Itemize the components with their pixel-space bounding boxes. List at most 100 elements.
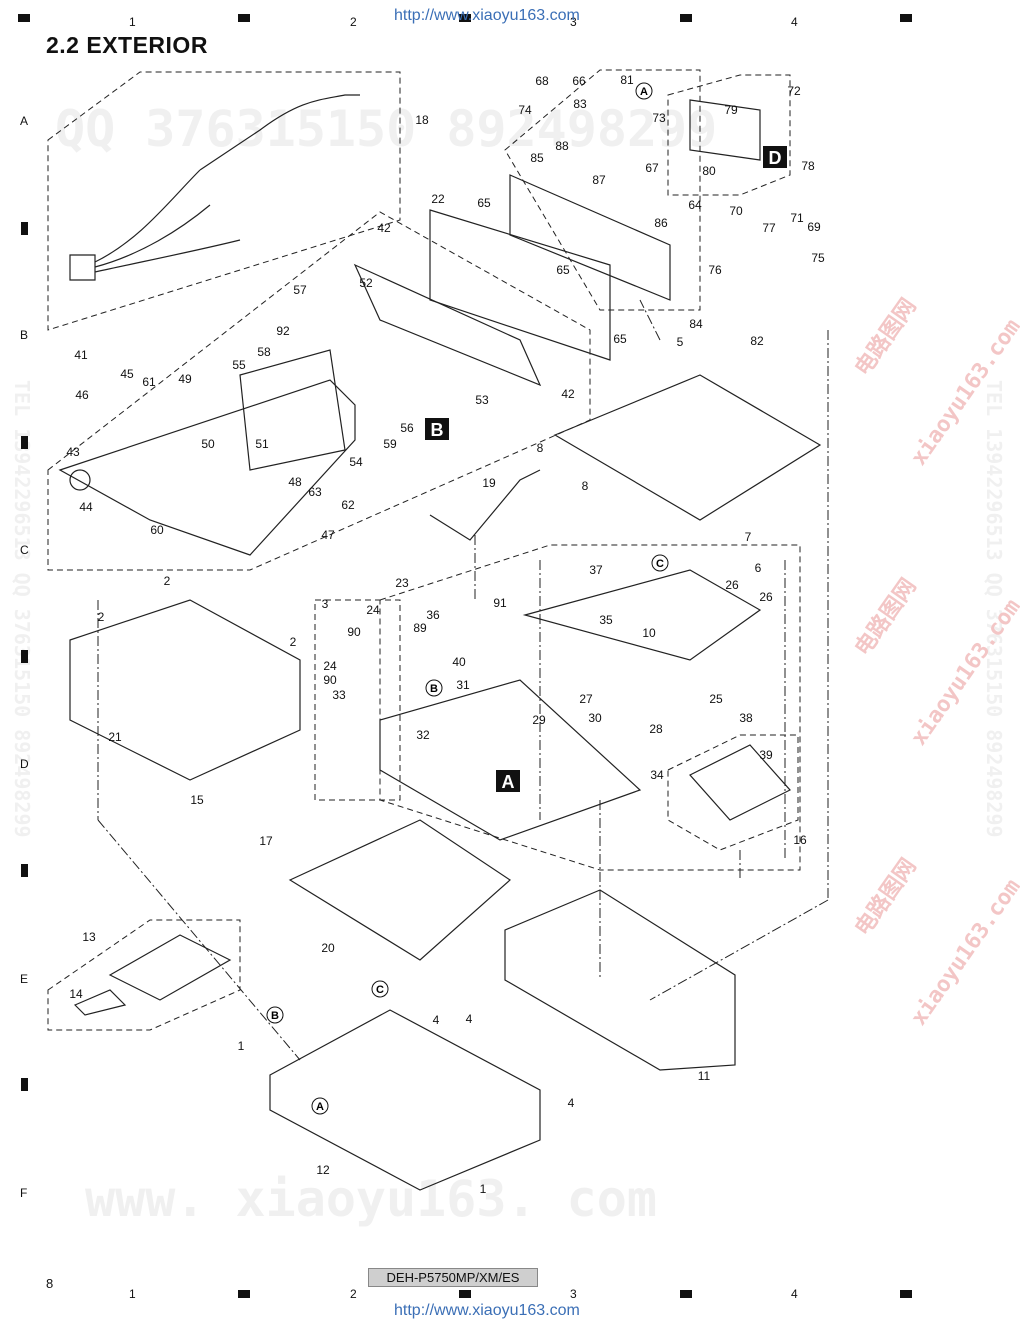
group-outline-board-d [667, 74, 791, 196]
part-number: 30 [588, 711, 602, 725]
column-number: 4 [791, 15, 798, 29]
circle-ref-b: B [430, 683, 438, 695]
circle-ref-b: B [271, 1010, 279, 1022]
part-number: 65 [556, 263, 570, 277]
part-number: 76 [708, 263, 722, 277]
part-number: 26 [725, 578, 739, 592]
part-number: 15 [190, 793, 204, 807]
part-number: 5 [677, 335, 684, 349]
part-number: 68 [535, 74, 549, 88]
part-number: 89 [413, 621, 427, 635]
part-number-callouts: 1 1 2 2 2 3 4 4 4 5 6 7 8 8 10 11 12 13 … [66, 73, 825, 1196]
part-shapes [58, 94, 822, 1191]
part-number: 63 [308, 485, 322, 499]
block-label-a-box [496, 770, 520, 792]
front-panel [58, 379, 356, 556]
part-number: 2 [290, 635, 297, 649]
part-number: 45 [120, 367, 134, 381]
column-number: 1 [129, 1287, 136, 1301]
heatsink-35 [522, 569, 762, 661]
frame-marker [900, 14, 912, 22]
board-39 [689, 744, 791, 821]
part-number: 64 [688, 198, 702, 212]
block-label-b-box [425, 418, 449, 440]
front-frame [353, 263, 542, 387]
part-number: 22 [431, 192, 445, 206]
frame-marker [238, 14, 250, 22]
cable-harness [69, 169, 241, 281]
part-number: 67 [645, 161, 659, 175]
row-letter: D [20, 757, 29, 771]
part-number: 28 [649, 722, 663, 736]
part-number: 88 [555, 139, 569, 153]
part-number: 3 [322, 597, 329, 611]
column-number: 1 [129, 15, 136, 29]
lcd-assembly [239, 349, 346, 471]
part-number: 34 [650, 768, 664, 782]
part-number: 4 [568, 1096, 575, 1110]
part-number: 47 [321, 528, 335, 542]
part-number: 75 [811, 251, 825, 265]
part-number: 27 [579, 692, 593, 706]
part-number: 41 [74, 348, 88, 362]
dashed-group-outlines [47, 69, 801, 1031]
frame-marker [680, 1290, 692, 1298]
part-number: 12 [316, 1163, 330, 1177]
section-title: 2.2 EXTERIOR [46, 32, 208, 58]
frame-marker [21, 436, 28, 449]
part-number: 85 [530, 151, 544, 165]
watermark-site: www. xiaoyu163. com [85, 1170, 657, 1228]
part-number: 52 [359, 276, 373, 290]
knob [69, 469, 91, 491]
group-outline-board-39 [667, 734, 799, 851]
frame-marker [18, 14, 30, 22]
frame-marker [21, 864, 28, 877]
column-number: 2 [350, 1287, 357, 1301]
part-number: 79 [724, 103, 738, 117]
part-number: 2 [164, 574, 171, 588]
column-number: 3 [570, 1287, 577, 1301]
source-url-bottom[interactable]: http://www.xiaoyu163.com [394, 1302, 580, 1319]
part-number: 29 [532, 713, 546, 727]
part-number: 92 [276, 324, 290, 338]
block-labels [425, 146, 787, 792]
row-letter: E [20, 972, 29, 986]
part-number: 49 [178, 372, 192, 386]
part-number: 78 [801, 159, 815, 173]
part-number: 74 [518, 103, 532, 117]
part-number: 50 [201, 437, 215, 451]
part-number: 10 [642, 626, 656, 640]
part-number: 83 [573, 97, 587, 111]
frame-marker [21, 1078, 28, 1091]
circle-ref-a: A [640, 86, 648, 98]
part-number: 59 [383, 437, 397, 451]
part-number: 77 [762, 221, 776, 235]
part-number: 38 [739, 711, 753, 725]
part-number: 7 [745, 530, 752, 544]
block-label-a: A [502, 772, 515, 792]
circle-refs: A A B B C C [266, 82, 669, 1115]
chassis-12 [269, 1009, 541, 1191]
part-number: 24 [323, 659, 337, 673]
part-number: 1 [238, 1039, 245, 1053]
cable-19 [429, 469, 541, 541]
part-number: 1 [480, 1182, 487, 1196]
block-label-d-box [763, 146, 787, 168]
part-number: 71 [790, 211, 804, 225]
part-number: 31 [456, 678, 470, 692]
watermark-side-right: TEL 13942296513 QQ 376315150 892498299 [982, 380, 1006, 838]
mechanism-15 [69, 599, 301, 781]
part-number: 90 [323, 673, 337, 687]
bezel-22 [429, 209, 611, 361]
block-label-d: D [769, 148, 782, 168]
model-number: DEH-P5750MP/XM/ES [368, 1268, 538, 1287]
row-letter: A [20, 114, 29, 128]
part-number: 21 [108, 730, 122, 744]
case-11 [504, 889, 736, 1071]
part-number: 90 [347, 625, 361, 639]
insulator-20 [288, 819, 511, 961]
circle-ref-a: A [316, 1101, 324, 1113]
part-number: 54 [349, 455, 363, 469]
source-url-top[interactable]: http://www.xiaoyu163.com [394, 7, 580, 24]
chassis-front-84 [509, 174, 671, 301]
